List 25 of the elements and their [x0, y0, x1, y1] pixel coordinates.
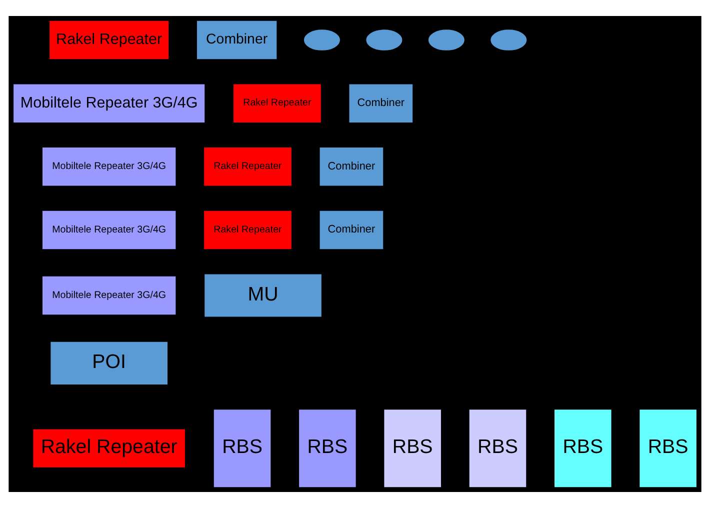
node-box: RBS	[553, 408, 612, 488]
node-box: Rakel Repeater	[232, 82, 322, 124]
node-box: Mobiltele Repeater 3G/4G	[12, 82, 206, 124]
node-box: Combiner	[318, 209, 384, 250]
node-box: Rakel Repeater	[202, 209, 292, 250]
node-ellipse	[304, 29, 340, 50]
node-box: POI	[50, 340, 169, 386]
node-box: Combiner	[318, 146, 384, 186]
node-box: Mobiltele Repeater 3G/4G	[41, 146, 177, 186]
node-box: RBS	[638, 408, 698, 488]
node-ellipse	[366, 29, 402, 50]
node-box: Rakel Repeater	[32, 428, 186, 468]
node-ellipse	[490, 29, 527, 50]
node-box: MU	[204, 272, 323, 318]
node-box: RBS	[298, 408, 357, 488]
node-box: Rakel Repeater	[48, 19, 170, 60]
node-box: Combiner	[348, 82, 414, 124]
node-box: RBS	[383, 408, 442, 488]
node-box: Mobiltele Repeater 3G/4G	[41, 209, 177, 250]
node-ellipse	[428, 29, 464, 50]
node-box: Mobiltele Repeater 3G/4G	[41, 274, 177, 316]
node-box: Rakel Repeater	[202, 146, 292, 186]
node-box: Combiner	[196, 19, 278, 60]
node-box: RBS	[212, 408, 272, 488]
node-box: RBS	[468, 408, 528, 488]
